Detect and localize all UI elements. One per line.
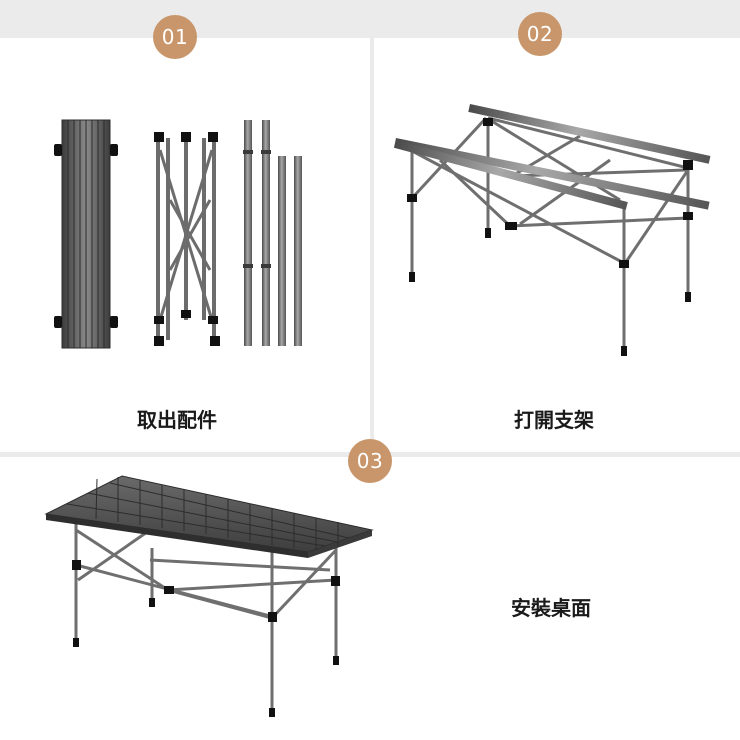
step-2-panel (374, 38, 740, 452)
step-1-caption: 取出配件 (137, 408, 217, 432)
assembled-table-image (44, 475, 374, 717)
rolled-tabletop-image (54, 119, 118, 349)
step-2-number-badge: 02 (518, 12, 562, 56)
folded-frame-image (154, 132, 220, 346)
leg-poles-image (243, 120, 302, 346)
step-1-number-badge: 01 (153, 15, 197, 59)
open-frame-image (393, 104, 711, 356)
step-2-caption: 打開支架 (514, 408, 594, 432)
step-3-number-badge: 03 (348, 439, 392, 483)
step-3-caption: 安裝桌面 (511, 596, 591, 620)
